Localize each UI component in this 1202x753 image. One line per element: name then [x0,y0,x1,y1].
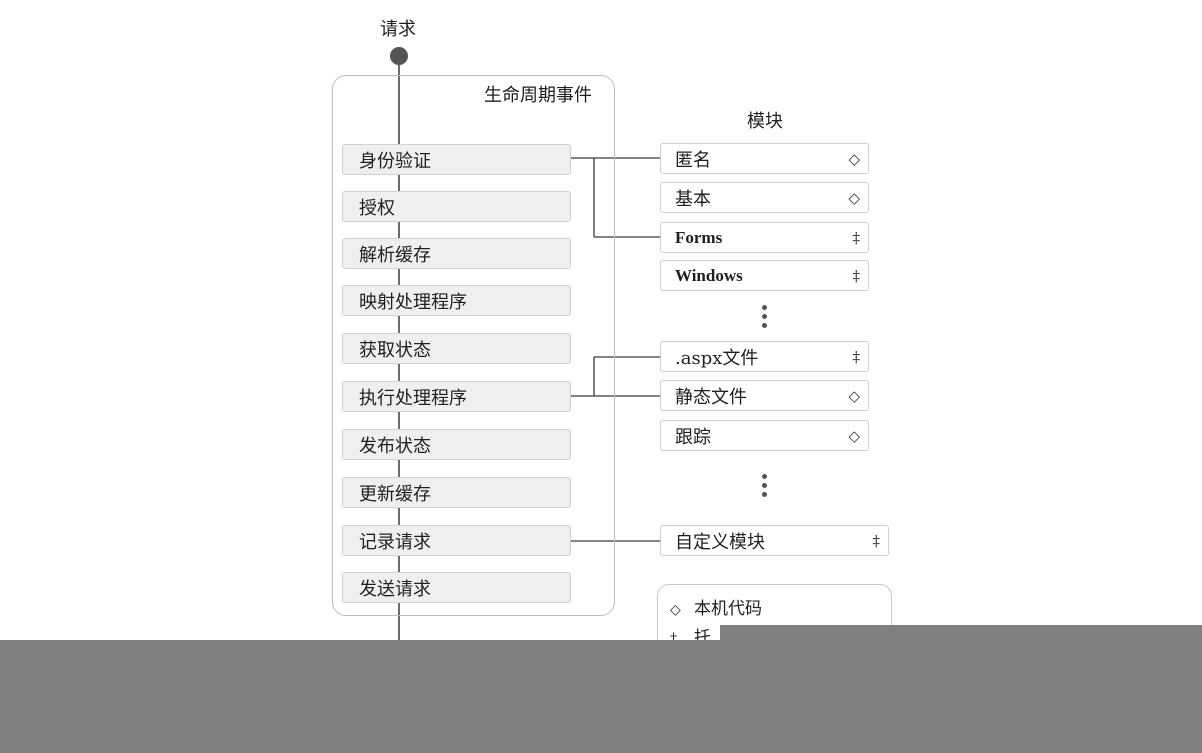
module-trace: 跟踪 ◇ [660,420,869,451]
native-code-icon: ◇ [670,602,681,618]
module-label: 自定义模块 [675,531,765,553]
native-code-icon: ◇ [848,386,860,405]
managed-code-icon: ‡ [872,531,881,550]
event-label: 获取状态 [359,339,431,361]
module-label: Forms [675,227,723,247]
panel-title: 生命周期事件 [484,85,592,106]
event-label: 执行处理程序 [359,387,467,409]
overlay-block [720,625,1202,753]
event-map-handler: 映射处理程序 [342,285,571,316]
managed-code-icon: ‡ [852,347,861,366]
legend-label: 本机代码 [694,599,762,619]
managed-code-icon: ‡ [670,631,677,647]
start-node [390,47,408,65]
module-forms: Forms ‡ [660,222,869,253]
ellipsis-icon [761,474,769,501]
module-windows: Windows ‡ [660,260,869,291]
native-code-icon: ◇ [848,426,860,445]
legend-row-native: ◇ 本机代码 [670,594,762,619]
event-send-request: 发送请求 [342,572,571,603]
request-label: 请求 [380,19,416,40]
managed-code-icon: ‡ [852,266,861,285]
module-anonymous: 匿名 ◇ [660,143,869,174]
module-basic: 基本 ◇ [660,182,869,213]
lifecycle-events-panel [332,75,615,616]
event-label: 映射处理程序 [359,291,467,313]
event-label: 发布状态 [359,435,431,457]
event-release-state: 发布状态 [342,429,571,460]
module-aspx: .aspx文件 ‡ [660,341,869,372]
event-label: 发送请求 [359,578,431,600]
event-execute-handler: 执行处理程序 [342,381,571,412]
module-label: 跟踪 [675,426,711,448]
occluding-overlay [0,625,1202,753]
modules-title: 模块 [747,111,783,132]
event-label: 解析缓存 [359,244,431,266]
module-label: 基本 [675,188,711,210]
native-code-icon: ◇ [848,188,860,207]
event-label: 身份验证 [359,150,431,172]
module-label: .aspx文件 [675,347,759,369]
event-resolve-cache: 解析缓存 [342,238,571,269]
event-authenticate: 身份验证 [342,144,571,175]
module-static-file: 静态文件 ◇ [660,380,869,411]
module-custom: 自定义模块 ‡ [660,525,889,556]
event-acquire-state: 获取状态 [342,333,571,364]
event-log-request: 记录请求 [342,525,571,556]
ellipsis-icon [761,305,769,332]
module-label: 静态文件 [675,386,747,408]
native-code-icon: ◇ [848,149,860,168]
module-label: Windows [675,265,743,285]
module-label: 匿名 [675,149,711,171]
managed-code-icon: ‡ [852,228,861,247]
event-label: 记录请求 [359,531,431,553]
event-authorize: 授权 [342,191,571,222]
event-label: 更新缓存 [359,483,431,505]
event-update-cache: 更新缓存 [342,477,571,508]
event-label: 授权 [359,197,395,219]
